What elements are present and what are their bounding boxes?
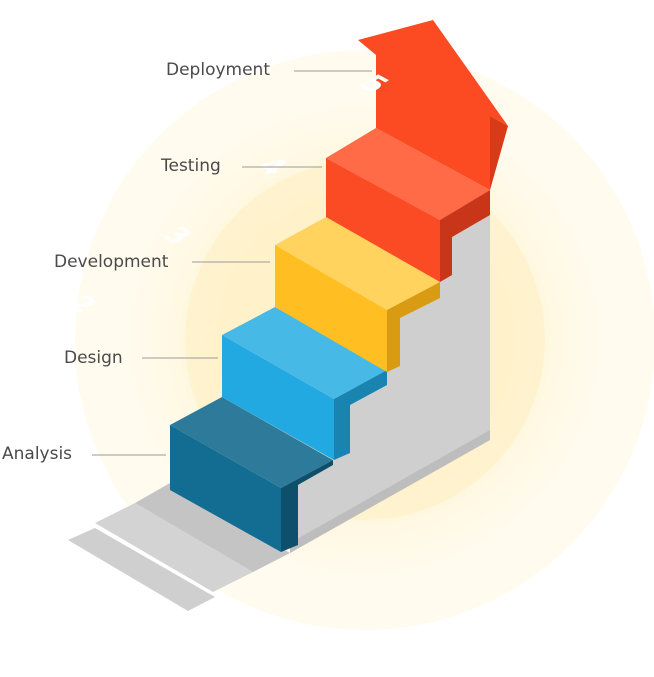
step-3-top [275,217,440,310]
staircase-wall-shade [290,430,490,553]
floor-strip-1 [68,528,215,611]
label-analysis: Analysis [2,444,73,464]
floor-strip-3 [135,483,290,572]
step-1-side [281,460,333,552]
step-4-front [326,158,440,282]
step-5-arrow [358,20,508,190]
step-1-top [170,397,333,488]
step-2-top [222,307,387,399]
label-development: Development [54,252,169,272]
step-4-top [326,128,490,220]
step-2-side [334,370,387,460]
label-deployment: Deployment [166,60,270,80]
floor-strip-2 [95,503,253,592]
step-3-side [387,282,440,372]
step-4-side [440,190,490,282]
step-3-front [275,245,387,372]
step-1-front [170,425,281,552]
label-testing: Testing [161,156,221,176]
step-2-front [222,335,334,460]
label-design: Design [64,348,123,368]
step-1-number: 1 [0,355,8,383]
step-5-arrow-edge [490,116,508,190]
